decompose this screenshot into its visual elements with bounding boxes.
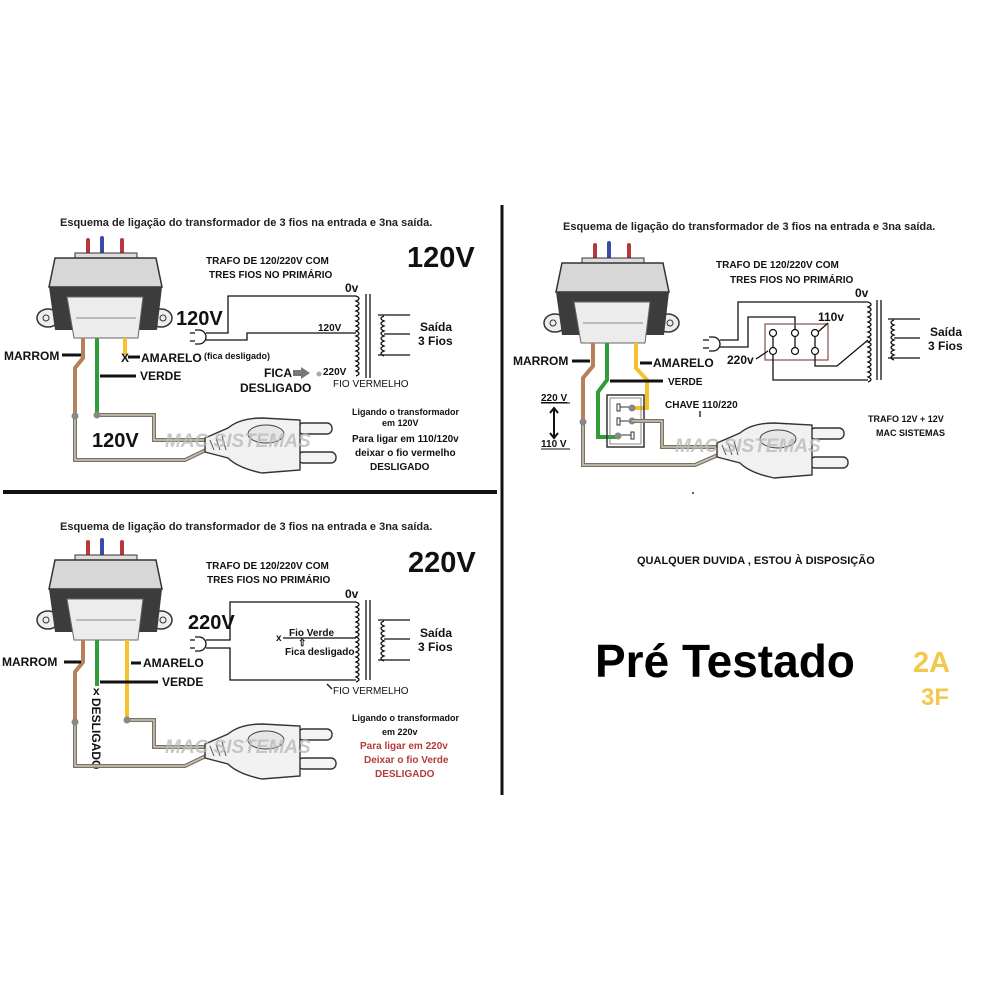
- label-verde: VERDE: [668, 377, 703, 388]
- label-marrom: MARROM: [513, 354, 568, 368]
- secondary-coil-icon: [380, 315, 386, 357]
- tap-0v: 0v: [345, 587, 359, 601]
- note-line: Deixar o fio Verde: [364, 755, 449, 766]
- secondary-coil-icon: [380, 620, 386, 662]
- spec-current: 2A: [913, 647, 950, 679]
- note-line: Ligando o transformador: [352, 407, 460, 417]
- input-voltage: 120V: [176, 308, 223, 330]
- label-saida: Saída: [420, 320, 452, 334]
- label-desligado: DESLIGADO: [240, 381, 311, 395]
- label-saida: Saída: [420, 626, 452, 640]
- trafo-info-1: TRAFO 12V + 12V: [868, 414, 944, 424]
- note-line: DESLIGADO: [375, 769, 435, 780]
- label-amarelo: AMARELO: [653, 356, 714, 370]
- tap-0v: 0v: [345, 281, 359, 295]
- splice-dot: [579, 418, 587, 426]
- selector-110v: 110 V: [541, 439, 567, 450]
- label-saida: Saída: [930, 325, 962, 339]
- trafo-label-1: TRAFO DE 120/220V COM: [716, 260, 839, 271]
- watermark: MAC SISTEMAS: [675, 436, 821, 457]
- note-line: Para ligar em 110/120v: [352, 434, 459, 445]
- label-fio-vermelho: FIO VERMELHO: [333, 379, 409, 390]
- splice-dot: [93, 411, 101, 419]
- disconnected-x: x: [93, 684, 100, 698]
- disconnected-x: X: [121, 351, 129, 365]
- trafo-label-1: TRAFO DE 120/220V COM: [206, 561, 329, 572]
- panel-title: Esquema de ligação do transformador de 3…: [60, 217, 432, 229]
- up-down-arrow-icon: [549, 406, 559, 440]
- plug-voltage: 120V: [92, 430, 139, 452]
- panel-title: Esquema de ligação do transformador de 3…: [60, 521, 432, 533]
- tap-110v: 110v: [818, 310, 844, 324]
- tap-220v: 220v: [727, 353, 754, 367]
- trafo-info-2: MAC SISTEMAS: [876, 428, 945, 438]
- brown-wire: [73, 640, 85, 722]
- label-verde: VERDE: [162, 675, 203, 689]
- splice-dot: [123, 716, 131, 724]
- green-disconnected-label: DESLIGADO: [89, 698, 103, 769]
- disconnected-x: x: [276, 633, 282, 644]
- watermark: MAC SISTEMAS: [165, 431, 311, 452]
- primary-coil-icon: [354, 295, 360, 377]
- note-line: em 220v: [382, 727, 418, 737]
- plug-symbol-icon: [190, 636, 207, 652]
- voltage-heading: 120V: [407, 242, 475, 274]
- transformer-icon: [35, 538, 174, 642]
- selector-220v: 220 V: [541, 393, 567, 404]
- headline-pre-testado: Pré Testado: [595, 635, 855, 687]
- label-amarelo: AMARELO: [143, 656, 204, 670]
- arrow-up-icon: ⇧: [298, 638, 306, 649]
- label-fica-desligado: Fica desligado: [285, 647, 354, 658]
- panel-220v: Esquema de ligação do transformador de 3…: [2, 521, 476, 780]
- contact-note: QUALQUER DUVIDA , ESTOU À DISPOSIÇÃO: [637, 554, 875, 567]
- label-fio-verde: Fio Verde: [289, 628, 334, 639]
- info-area: QUALQUER DUVIDA , ESTOU À DISPOSIÇÃO Pré…: [595, 554, 950, 711]
- label-fio-vermelho: FIO VERMELHO: [333, 686, 409, 697]
- note-line: em 120V: [382, 418, 419, 428]
- label-3-fios: 3 Fios: [418, 640, 453, 654]
- note-line: Ligando o transformador: [352, 713, 460, 723]
- label-3-fios: 3 Fios: [418, 334, 453, 348]
- label-amarelo: AMARELO: [141, 351, 202, 365]
- input-voltage: 220V: [188, 612, 235, 634]
- primary-coil-icon: [866, 301, 872, 383]
- note-line: deixar o fio vermelho: [355, 448, 456, 459]
- tap-220v: 220V: [323, 367, 347, 378]
- trafo-label-1: TRAFO DE 120/220V COM: [206, 256, 329, 267]
- plug-symbol-icon: [190, 329, 207, 345]
- brown-wire: [73, 338, 85, 416]
- note-line: Para ligar em 220v: [360, 741, 448, 752]
- panel-120v: Esquema de ligação do transformador de 3…: [4, 217, 475, 474]
- splice-dot: [71, 718, 79, 726]
- tap-120v: 120V: [318, 323, 342, 334]
- label-verde: VERDE: [140, 369, 181, 383]
- spec-wires: 3F: [921, 684, 949, 711]
- plug-symbol-icon: [703, 336, 721, 352]
- amarelo-note: (fica desligado): [204, 351, 270, 361]
- label-marrom: MARROM: [2, 655, 57, 669]
- panel-switch-110-220: Esquema de ligação do transformador de 3…: [513, 221, 963, 494]
- switch-schematic: [764, 323, 829, 361]
- trafo-label-2: TRES FIOS NO PRIMÁRIO: [730, 273, 854, 286]
- label-chave: CHAVE 110/220: [665, 400, 738, 411]
- label-marrom: MARROM: [4, 349, 59, 363]
- transformer-icon: [542, 241, 681, 345]
- green-wire: [596, 343, 617, 439]
- primary-coil-icon: [354, 601, 360, 683]
- label-fica: FICA: [264, 366, 292, 380]
- splice-dot: [71, 412, 79, 420]
- brown-wire: [581, 343, 595, 422]
- secondary-coil-icon: [890, 319, 896, 361]
- note-line: DESLIGADO: [370, 462, 430, 473]
- panel-title: Esquema de ligação do transformador de 3…: [563, 221, 935, 233]
- label-3-fios: 3 Fios: [928, 339, 963, 353]
- trafo-label-2: TRES FIOS NO PRIMÁRIO: [207, 573, 331, 586]
- trafo-label-2: TRES FIOS NO PRIMÁRIO: [209, 268, 333, 281]
- tap-0v: 0v: [855, 286, 869, 300]
- watermark: MAC SISTEMAS: [165, 737, 311, 758]
- transformer-icon: [35, 236, 174, 340]
- voltage-heading: 220V: [408, 547, 476, 579]
- arrow-right-icon: [293, 367, 310, 379]
